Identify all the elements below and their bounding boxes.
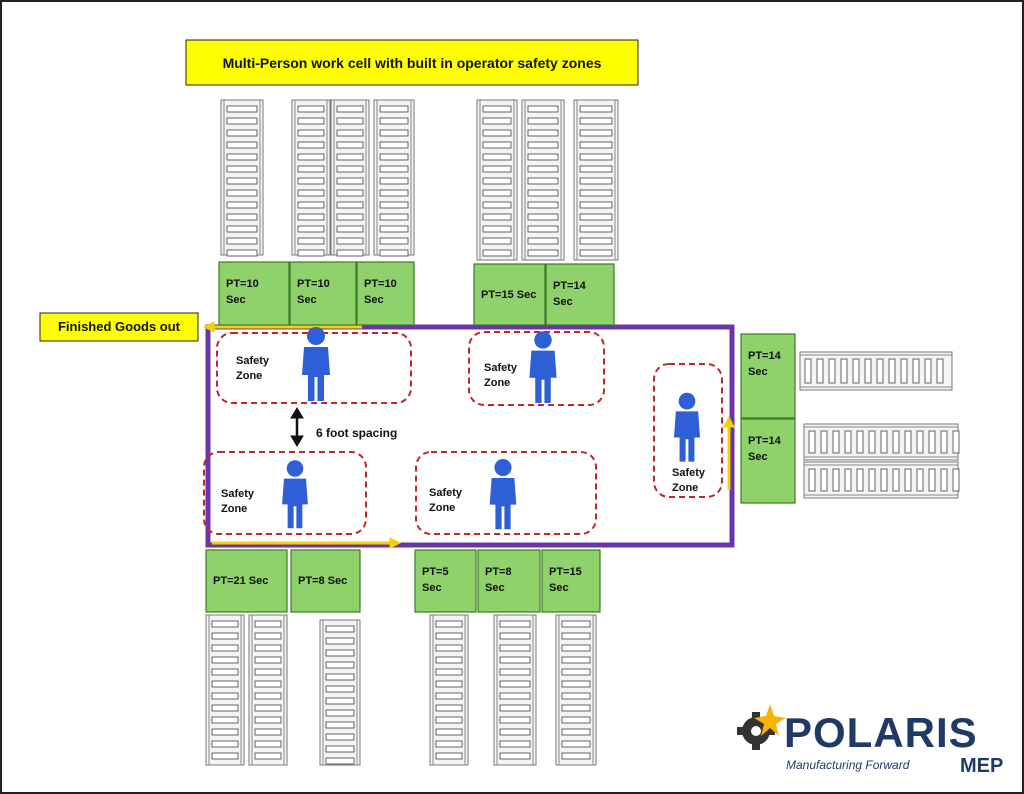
station-label-line1: PT=14 — [748, 350, 782, 362]
horizontal-rack — [799, 351, 953, 391]
spacing-label: 6 foot spacing — [316, 426, 397, 440]
vertical-rack — [330, 99, 370, 257]
safety-zone-label: Zone — [221, 503, 247, 515]
double-arrow-icon — [290, 407, 304, 447]
vertical-rack — [291, 99, 331, 257]
logo-suffix: MEP — [960, 755, 1003, 777]
safety-zone-label: Safety — [221, 488, 255, 500]
station-label-line1: PT=15 — [549, 566, 582, 578]
safety-zone-label: Zone — [672, 482, 698, 494]
station-label-line2: Sec — [297, 294, 317, 306]
safety-zone-label: Safety — [236, 355, 270, 367]
station-label-line1: PT=10 — [364, 278, 397, 290]
station-label-line2: Sec — [422, 582, 442, 594]
safety-zone-label: Safety — [672, 467, 706, 479]
station-label-line2: Sec — [748, 451, 768, 463]
station-label-line1: PT=8 Sec — [298, 575, 347, 587]
title-banner — [185, 39, 639, 86]
finished-goods-box — [39, 312, 199, 342]
safety-zone-label: Zone — [484, 377, 510, 389]
station-label-line2: Sec — [748, 366, 768, 378]
station-label-line2: Sec — [549, 582, 569, 594]
vertical-rack — [220, 99, 264, 257]
station-bottom-2: PT=8 Sec — [290, 549, 361, 613]
station-label-line1: PT=14 — [553, 280, 587, 292]
horizontal-rack — [803, 461, 960, 499]
vertical-rack — [521, 99, 565, 261]
vertical-rack — [205, 614, 245, 766]
flow-arrows — [202, 321, 735, 549]
station-label-line2: Sec — [485, 582, 505, 594]
station-label-line2: Sec — [364, 294, 384, 306]
vertical-rack — [573, 99, 619, 261]
flow-arrow-right-head — [723, 415, 735, 428]
logo-tagline: Manufacturing Forward — [786, 758, 910, 772]
gear-star-icon — [737, 704, 786, 750]
safety-zone-group: SafetyZoneSafetyZoneSafetyZoneSafetyZone… — [203, 327, 723, 535]
finished-goods-label: Finished Goods out — [58, 319, 181, 334]
diagram-title: Multi-Person work cell with built in ope… — [223, 55, 602, 71]
station-top-4: PT=15 Sec — [473, 263, 546, 326]
vertical-rack — [248, 614, 288, 766]
station-label-line1: PT=8 — [485, 566, 512, 578]
rack-group — [205, 99, 960, 766]
vertical-rack — [319, 619, 361, 766]
station-label-line2: Sec — [553, 296, 573, 308]
station-label-line1: PT=21 Sec — [213, 575, 268, 587]
logo-brand: POLARIS — [784, 709, 978, 756]
material-flow-loop — [205, 324, 735, 548]
station-label-line1: PT=14 — [748, 435, 782, 447]
station-label-line1: PT=10 — [226, 278, 259, 290]
vertical-rack — [476, 99, 518, 261]
flow-arrow-top-head — [202, 321, 215, 333]
vertical-rack — [373, 99, 415, 257]
safety-zone-label: Zone — [429, 502, 455, 514]
flow-arrow-bottom-head — [389, 537, 402, 549]
station-label-line2: Sec — [226, 294, 246, 306]
safety-zone-label: Safety — [429, 487, 463, 499]
safety-zone-label: Zone — [236, 370, 262, 382]
vertical-rack — [429, 614, 469, 766]
station-label-line1: PT=15 Sec — [481, 289, 536, 301]
station-label-line1: PT=5 — [422, 566, 449, 578]
safety-zone-label: Safety — [484, 362, 518, 374]
station-label-line1: PT=10 — [297, 278, 330, 290]
polaris-logo: POLARIS MEP Manufacturing Forward — [737, 704, 1003, 777]
vertical-rack — [493, 614, 537, 766]
horizontal-rack — [803, 423, 960, 461]
vertical-rack — [555, 614, 597, 766]
station-bottom-1: PT=21 Sec — [205, 549, 288, 613]
